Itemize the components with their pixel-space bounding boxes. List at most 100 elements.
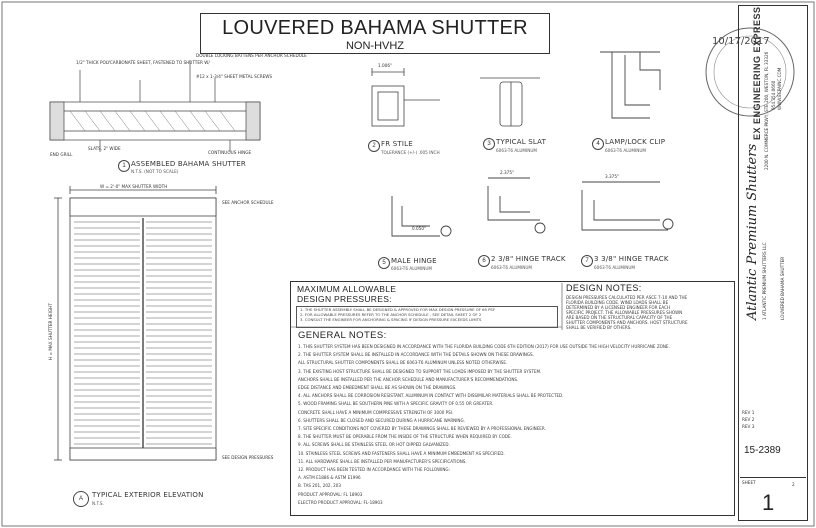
- general-note-line: 3. THE EXISTING HOST STRUCTURE SHALL BE …: [298, 368, 542, 374]
- callout-end-grill: END GRILL: [50, 152, 73, 157]
- detail-caption-track-238: 2 3/8" HINGE TRACK: [491, 255, 566, 263]
- general-note-line: 2. THE SHUTTER SYSTEM SHALL BE INSTALLED…: [298, 352, 534, 358]
- frame-stile-profile: [371, 68, 440, 127]
- sheet-number-box: [740, 477, 806, 520]
- design-note-line: SHUTTER COMPONENTS AND ANCHORS. HOST STR…: [566, 320, 688, 325]
- lamp-clip-profile: [600, 51, 661, 119]
- engineer-phone: 954.354.0660: [771, 80, 776, 110]
- elevation-width-dim: W = 2'-0" MAX SHUTTER WIDTH: [100, 184, 168, 189]
- revision-3: REV 3: [742, 424, 755, 429]
- general-note-line: 9. ALL SCREWS SHALL BE STAINLESS STEEL O…: [298, 442, 450, 448]
- general-note-line: 6. SHUTTERS SHALL BE CLOSED AND SECURED …: [298, 417, 465, 423]
- pressures-heading: MAXIMUM ALLOWABLE DESIGN PRESSURES:: [297, 284, 396, 304]
- design-notes-heading: DESIGN NOTES:: [566, 283, 642, 293]
- male-hinge-profile: [391, 196, 452, 237]
- hinge-track-238-profile: [487, 177, 546, 234]
- notes-panel: [290, 281, 735, 516]
- title-block: [738, 5, 808, 521]
- detail-scale-assembled: N.T.S. (NOT TO SCALE): [131, 169, 179, 174]
- general-note-line: EDGE DISTANCE AND EMBEDMENT SHALL BE AS …: [298, 385, 457, 390]
- pressures-heading-line1: MAXIMUM ALLOWABLE: [297, 284, 397, 294]
- general-note-line: 10. STAINLESS STEEL SCREWS AND FASTENERS…: [298, 450, 505, 456]
- dim-hinge-thickness: 0.050": [412, 226, 426, 231]
- general-note-line: ANCHORS SHALL BE INSTALLED PER THE ANCHO…: [298, 376, 519, 382]
- detail-scale-male-hinge: 6063-T6 ALUMINUM: [391, 266, 433, 271]
- detail-caption-slat: TYPICAL SLAT: [496, 138, 547, 146]
- dim-stile-width: 1.006": [378, 63, 392, 68]
- elevation-side-note: SEE ANCHOR SCHEDULE: [222, 200, 274, 205]
- detail-caption-assembled: ASSEMBLED BAHAMA SHUTTER: [131, 160, 246, 168]
- detail-scale-clip: 6063-T6 ALUMINUM: [605, 148, 647, 153]
- general-note-line: B. TAS 201, 202, 203: [298, 483, 341, 489]
- sheet-number: 1: [762, 490, 775, 515]
- detail-scale-track-238: 6063-T6 ALUMINUM: [491, 265, 533, 270]
- callout-locking-battens: DOUBLE LOCKING BATTENS PER ANCHOR SCHEDU…: [196, 53, 307, 58]
- elevation-bottom-note: SEE DESIGN PRESSURES: [222, 455, 274, 460]
- general-note-line: CONCRETE SHALL HAVE A MINIMUM COMPRESSIV…: [298, 409, 454, 415]
- general-note-line: 11. ALL HARDWARE SHALL BE INSTALLED PER …: [298, 458, 467, 464]
- detail-scale-track-338: 6063-T6 ALUMINUM: [594, 265, 636, 270]
- assembled-shutter-section: [49, 60, 261, 152]
- hinge-track-338-profile: [581, 181, 674, 231]
- general-note-line: PRODUCT APPROVAL: FL 18903: [298, 491, 363, 497]
- design-note-line: DETERMINED BY A LICENSED ENGINEER FOR EA…: [566, 305, 671, 310]
- client-logo: Atlantic Premium Shutters: [745, 143, 760, 320]
- detail-scale-stile: TOLERANCE (+/-) .005 INCH: [381, 150, 440, 155]
- product-name: LOUVERED BAHAMA SHUTTER: [780, 256, 785, 320]
- engineer-seal: [705, 27, 795, 117]
- detail-caption-male-hinge: MALE HINGE: [391, 257, 437, 265]
- elevation-slats: [74, 221, 212, 445]
- shutter-elevation: [54, 186, 217, 461]
- client-address: 1 ATLANTIC PREMIUM SHUTTERS LLC: [762, 242, 767, 320]
- title-block-header: LOUVERED BAHAMA SHUTTER NON-HVHZ: [200, 13, 550, 54]
- detail-number-1: 1: [118, 160, 130, 172]
- callout-screws: #12 x 1-3/4" SHEET METAL SCREWS: [196, 74, 273, 79]
- general-note-line: A. ASTM E1886 & ASTM E1996: [298, 475, 361, 481]
- general-note-line: 7. SITE SPECIFIC CONDITIONS NOT COVERED …: [298, 426, 546, 431]
- detail-number-3: 3: [483, 138, 495, 150]
- revision-2: REV 2: [742, 417, 755, 422]
- design-note-line: SHALL BE VERIFIED BY OTHERS.: [566, 325, 632, 330]
- general-note-line: 12. PRODUCT HAS BEEN TESTED IN ACCORDANC…: [298, 467, 450, 472]
- design-note-line: FLORIDA BUILDING CODE. WIND LOADS SHALL …: [566, 300, 669, 305]
- detail-number-4: 4: [592, 138, 604, 150]
- dim-track-338: 3.375": [605, 174, 619, 179]
- design-note-line: SPECIFIC PROJECT. THE ALLOWABLE PRESSURE…: [566, 310, 683, 315]
- pressure-row: 1. THE SHUTTER ASSEMBLY SHALL BE DESIGNE…: [300, 307, 496, 312]
- general-note-line: 5. WOOD FRAMING SHALL BE SOUTHERN PINE W…: [298, 401, 494, 407]
- callout-hinge: CONTINUOUS HINGE: [208, 150, 252, 155]
- drawing-subtitle: NON-HVHZ: [345, 40, 405, 52]
- typical-slat-profile: [480, 77, 540, 127]
- pressure-row: 3. CONSULT THE ENGINEER FOR ANCHORING & …: [300, 317, 482, 322]
- detail-number-A: A: [73, 491, 89, 507]
- detail-caption-stile: FR STILE: [381, 140, 413, 148]
- detail-number-6: 6: [478, 255, 490, 267]
- general-note-line: 4. ALL ANCHORS SHALL BE CORROSION RESIST…: [298, 393, 564, 399]
- detail-number-7: 7: [581, 255, 593, 267]
- detail-caption-elevation: TYPICAL EXTERIOR ELEVATION: [92, 491, 204, 499]
- dim-track-238: 2.375": [500, 170, 514, 175]
- detail-caption-track-338: 3 3/8" HINGE TRACK: [594, 255, 669, 263]
- detail-number-2: 2: [368, 140, 380, 152]
- detail-scale-elevation: N.T.S.: [92, 501, 104, 506]
- drawing-title: LOUVERED BAHAMA SHUTTER: [222, 17, 528, 39]
- detail-number-5: 5: [378, 257, 390, 269]
- seal-date: 10/17/2017: [712, 36, 770, 47]
- callout-slats: SLATS, 2" WIDE: [88, 146, 121, 151]
- engineer-web: WWW.ECPAINC.COM: [777, 67, 782, 110]
- pressures-heading-line2: DESIGN PRESSURES:: [297, 294, 392, 304]
- design-note-line: ARE BASED ON THE STRUCTURAL CAPACITY OF …: [566, 315, 673, 320]
- elevation-height-dim: H = MAX SHUTTER HEIGHT: [48, 303, 53, 360]
- callout-polycarbonate: 1/2" THICK POLYCARBONATE SHEET, FASTENED…: [76, 60, 210, 65]
- pressures-table: 1. THE SHUTTER ASSEMBLY SHALL BE DESIGNE…: [296, 306, 558, 328]
- general-notes-heading: GENERAL NOTES:: [298, 330, 387, 341]
- drawing-number: 15-2389: [744, 445, 781, 456]
- general-note-line: ALL STRUCTURAL SHUTTER COMPONENTS SHALL …: [298, 360, 508, 366]
- design-note-line: DESIGN PRESSURES CALCULATED PER ASCE 7-1…: [566, 295, 688, 300]
- general-note-line: ELECTRO PRODUCT APPROVAL: FL-18903: [298, 499, 383, 505]
- sheet-total: 2: [792, 482, 795, 487]
- engineer-address: 2200 N. COMMERCE PKWY, STE 200, WESTON, …: [764, 51, 769, 170]
- engineer-name: EX ENGINEERING EXPRESS: [752, 6, 762, 140]
